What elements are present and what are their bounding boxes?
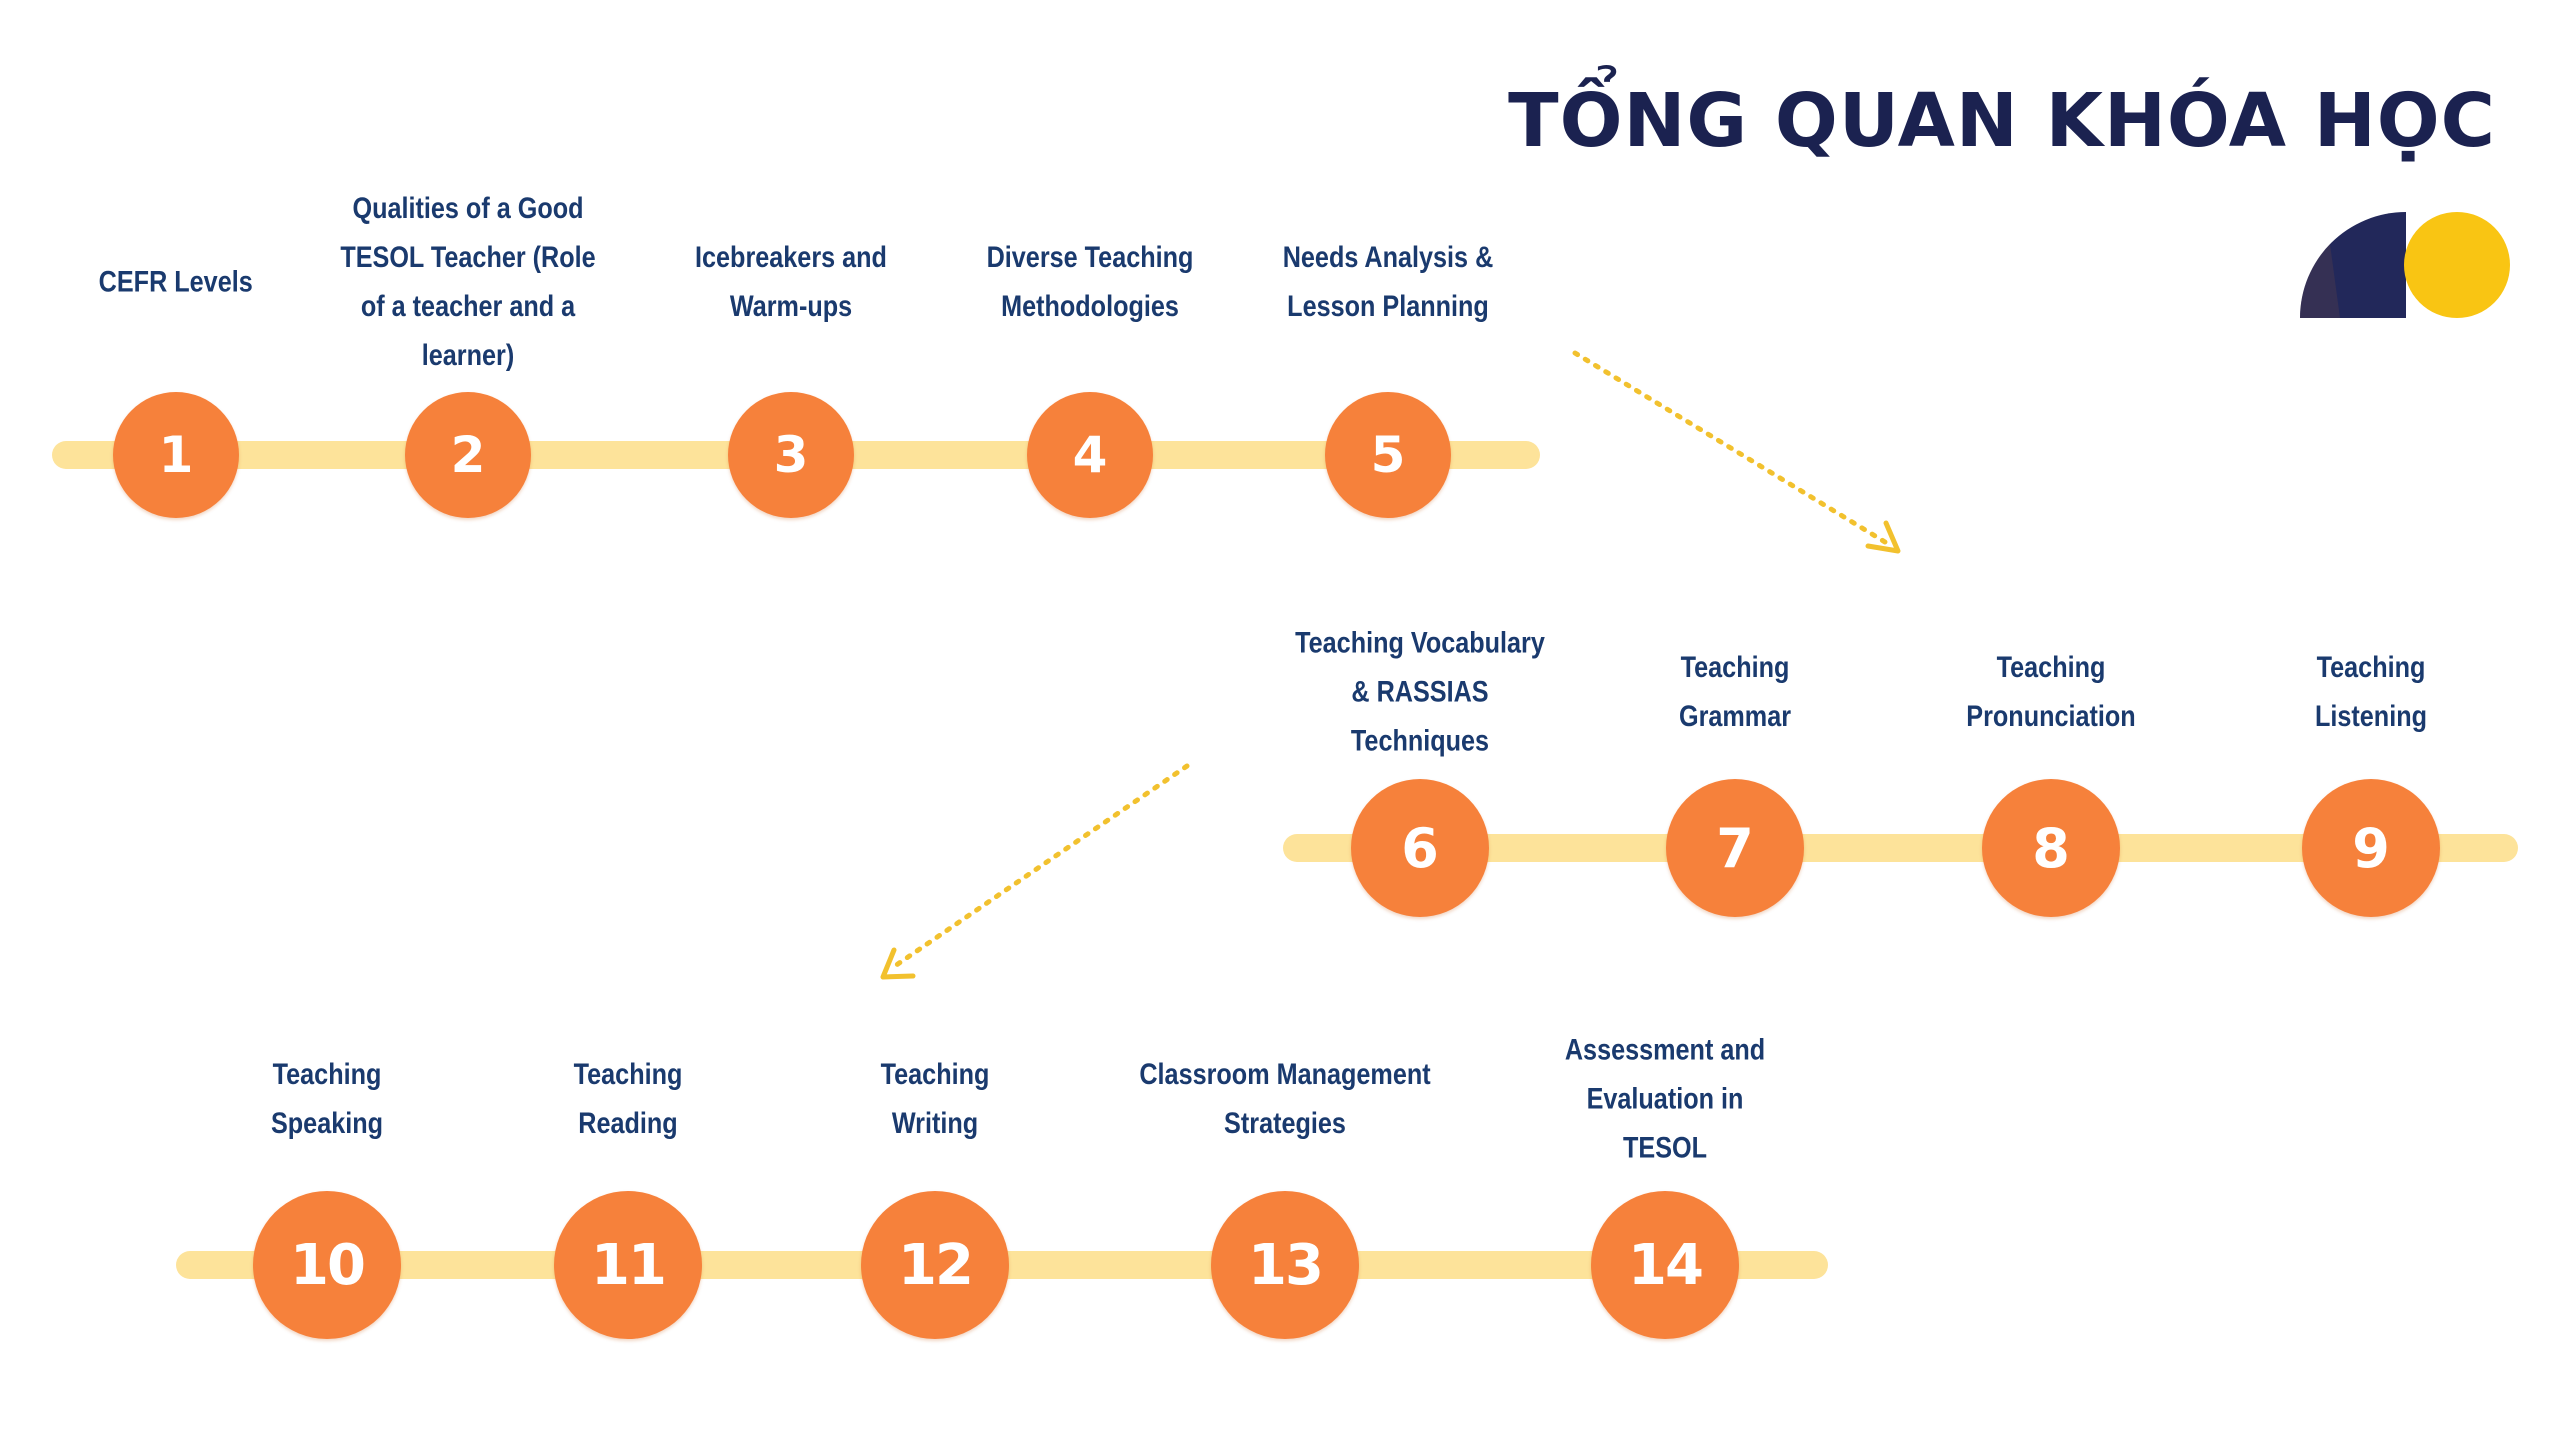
step-10-label: Teaching Speaking bbox=[270, 1058, 384, 1140]
arrow-row2-to-row3 bbox=[880, 763, 1190, 980]
step-2-label: Qualities of a Good TESOL Teacher (Role … bbox=[340, 192, 596, 372]
step-2-circle: 2 bbox=[405, 392, 531, 518]
step-3-circle: 3 bbox=[728, 392, 854, 518]
step-8-circle: 8 bbox=[1982, 779, 2120, 917]
step-7-label: Teaching Grammar bbox=[1678, 651, 1792, 733]
step-12-circle: 12 bbox=[861, 1191, 1009, 1339]
step-5-label: Needs Analysis & Lesson Planning bbox=[1282, 241, 1494, 323]
step-11-circle: 11 bbox=[554, 1191, 702, 1339]
step-12-label: Teaching Writing bbox=[880, 1058, 990, 1140]
step-9-label: Teaching Listening bbox=[2314, 651, 2428, 733]
step-8-label: Teaching Pronunciation bbox=[1966, 651, 2136, 733]
step-6-label: Teaching Vocabulary & RASSIAS Techniques bbox=[1295, 626, 1545, 758]
arrow-row1-to-row2 bbox=[1572, 350, 1901, 554]
step-13-label: Classroom Management Strategies bbox=[1139, 1058, 1431, 1140]
step-4-label: Diverse Teaching Methodologies bbox=[986, 241, 1194, 323]
step-4-circle: 4 bbox=[1027, 392, 1153, 518]
page-title: TỔNG QUAN KHÓA HỌC bbox=[1508, 78, 2496, 164]
step-14-label: Assessment and Evaluation in TESOL bbox=[1564, 1033, 1766, 1165]
step-1-circle: 1 bbox=[113, 392, 239, 518]
step-13-circle: 13 bbox=[1211, 1191, 1359, 1339]
step-5-circle: 5 bbox=[1325, 392, 1451, 518]
logo-icon bbox=[2300, 212, 2510, 318]
step-6-circle: 6 bbox=[1351, 779, 1489, 917]
step-7-circle: 7 bbox=[1666, 779, 1804, 917]
step-1-label: CEFR Levels bbox=[98, 265, 254, 299]
step-14-circle: 14 bbox=[1591, 1191, 1739, 1339]
step-3-label: Icebreakers and Warm-ups bbox=[695, 241, 887, 323]
step-9-circle: 9 bbox=[2302, 779, 2440, 917]
step-11-label: Teaching Reading bbox=[573, 1058, 683, 1140]
step-10-circle: 10 bbox=[253, 1191, 401, 1339]
